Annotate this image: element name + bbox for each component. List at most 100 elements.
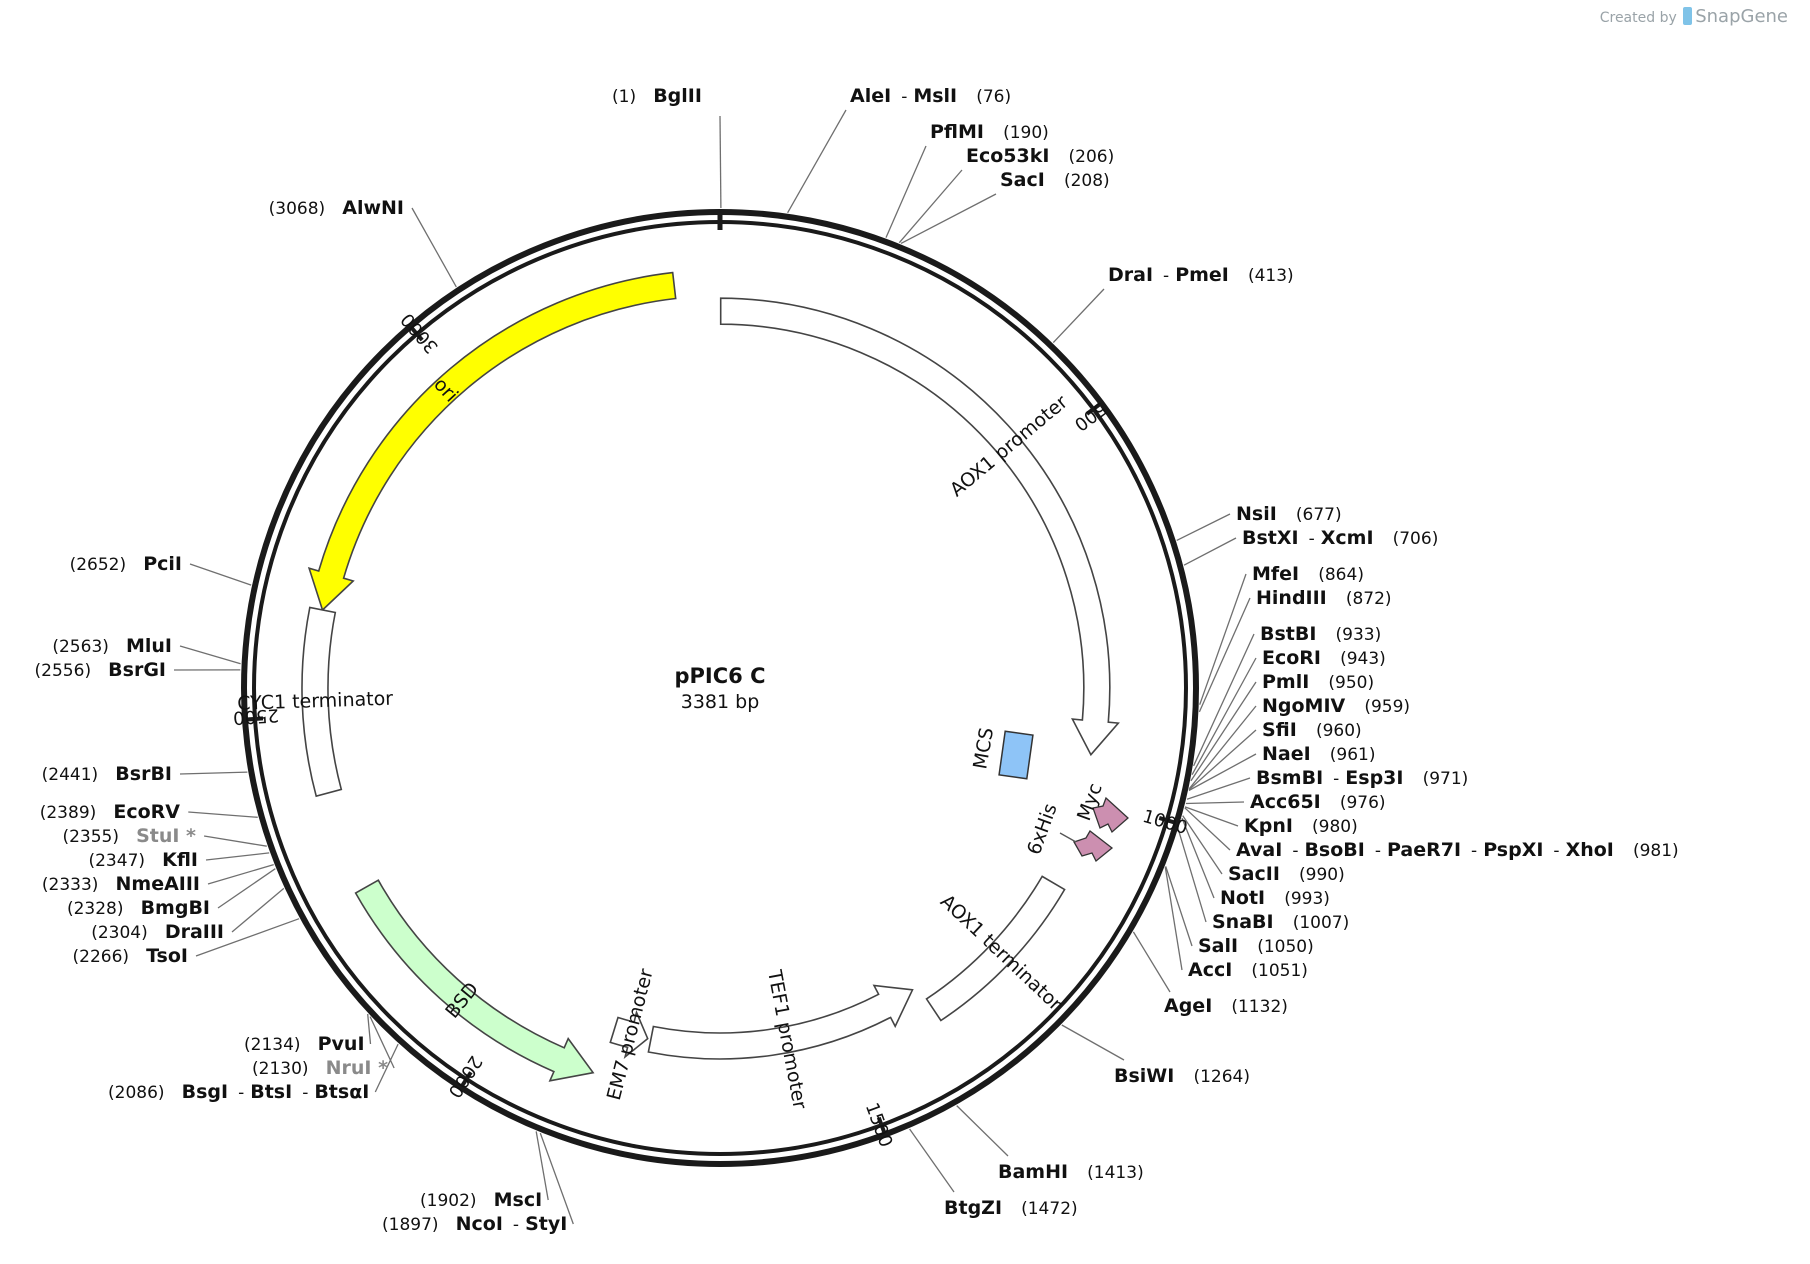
site-pvui[interactable]: (2134) PvuI: [244, 1033, 365, 1055]
site-nsii[interactable]: NsiI (677): [1236, 503, 1342, 525]
enzyme-name: PvuI: [318, 1033, 365, 1055]
site-bglii[interactable]: (1) BglII: [612, 85, 702, 107]
leader-naei: [1188, 753, 1257, 792]
leader-avai: [1184, 807, 1231, 851]
site-sfii[interactable]: SfiI (960): [1262, 719, 1362, 741]
enzyme-name: DraI: [1108, 264, 1153, 286]
cyc1-terminator-feature[interactable]: CYC1 terminator: [237, 606, 394, 798]
site-position: (190): [1003, 123, 1049, 143]
site-msci[interactable]: (1902) MscI: [420, 1189, 542, 1211]
site-bsrbi[interactable]: (2441) BsrBI: [42, 763, 172, 785]
site-sacii[interactable]: SacII (990): [1228, 863, 1345, 885]
site-bamhi[interactable]: BamHI (1413): [998, 1161, 1144, 1183]
site-acc65i[interactable]: Acc65I (976): [1250, 791, 1386, 813]
site-label-snabi: SnaBI (1007): [1212, 911, 1349, 933]
site-bsgi[interactable]: (2086) BsgI-BtsI-BtsαI: [108, 1081, 369, 1103]
site-label-bsrbi: (2441) BsrBI: [42, 763, 172, 785]
leader-nrui: [369, 1016, 395, 1069]
enzyme-name: BstBI: [1260, 623, 1316, 645]
site-acci[interactable]: AccI (1051): [1188, 959, 1308, 981]
site-nrui[interactable]: (2130) NruI *: [252, 1057, 388, 1079]
site-bsmbi[interactable]: BsmBI-Esp3I (971): [1256, 767, 1468, 789]
site-bsiwi[interactable]: BsiWI (1264): [1114, 1065, 1250, 1087]
leader-kfli: [205, 852, 270, 861]
site-separator: -: [1309, 529, 1315, 549]
site-alwni[interactable]: (3068) AlwNI: [269, 197, 404, 219]
site-label-drai: DraI-PmeI (413): [1108, 264, 1294, 286]
site-eco53ki[interactable]: Eco53kI (206): [966, 145, 1114, 167]
leader-kpni: [1184, 806, 1239, 827]
mcs-feature[interactable]: MCS: [969, 726, 1034, 780]
site-position: (2134): [244, 1035, 301, 1055]
site-bstbi[interactable]: BstBI (933): [1260, 623, 1381, 645]
bsd-feature[interactable]: BSD: [354, 879, 595, 1082]
cyc1-terminator-label: CYC1 terminator: [237, 688, 394, 715]
site-label-sacii: SacII (990): [1228, 863, 1345, 885]
site-saci[interactable]: SacI (208): [1000, 169, 1110, 191]
leader-bglii: [719, 115, 722, 209]
site-position: (981): [1633, 841, 1679, 861]
site-hindiii[interactable]: HindIII (872): [1256, 587, 1392, 609]
site-stui[interactable]: (2355) StuI *: [62, 825, 196, 847]
site-ngomiv[interactable]: NgoMIV (959): [1262, 695, 1410, 717]
site-sali[interactable]: SalI (1050): [1198, 935, 1314, 957]
site-agei[interactable]: AgeI (1132): [1164, 995, 1288, 1017]
myc-feature[interactable]: Myc: [1073, 780, 1129, 834]
site-position: (2355): [62, 827, 119, 847]
site-bsrgi[interactable]: (2556) BsrGI: [35, 659, 166, 681]
site-alei[interactable]: AleI-MslI (76): [850, 85, 1011, 107]
site-naei[interactable]: NaeI (961): [1262, 743, 1376, 765]
site-position: (933): [1336, 625, 1382, 645]
enzyme-name: Esp3I: [1345, 767, 1403, 789]
site-label-bamhi: BamHI (1413): [998, 1161, 1144, 1183]
site-mfei[interactable]: MfeI (864): [1252, 563, 1364, 585]
mcs-label: MCS: [969, 726, 998, 771]
tick-mark-3000: [407, 323, 424, 342]
site-avai[interactable]: AvaI-BsoBI-PaeR7I-PspXI-XhoI (981): [1236, 839, 1679, 861]
site-position: (413): [1248, 266, 1294, 286]
site-pcii[interactable]: (2652) PciI: [70, 553, 182, 575]
leader-acci: [1164, 866, 1183, 971]
site-position: (706): [1393, 529, 1439, 549]
site-position: (990): [1299, 865, 1345, 885]
site-position: (3068): [269, 199, 326, 219]
site-bstxi[interactable]: BstXI-XcmI (706): [1242, 527, 1438, 549]
site-pflmi[interactable]: PflMI (190): [930, 121, 1049, 143]
leader-mlui: [179, 645, 241, 665]
site-position: (1132): [1231, 997, 1288, 1017]
site-position: (677): [1296, 505, 1342, 525]
site-snabi[interactable]: SnaBI (1007): [1212, 911, 1349, 933]
site-label-pvui: (2134) PvuI: [244, 1033, 365, 1055]
leader-sali: [1165, 866, 1193, 947]
em7-promoter-feature[interactable]: EM7 promoter: [603, 966, 658, 1102]
site-pmli[interactable]: PmlI (950): [1262, 671, 1374, 693]
site-noti[interactable]: NotI (993): [1220, 887, 1330, 909]
site-label-ecorv: (2389) EcoRV: [40, 801, 181, 823]
tef1-promoter-feature[interactable]: TEF1 promoter: [647, 967, 914, 1111]
aox1-terminator-feature[interactable]: AOX1 terminator: [925, 875, 1067, 1022]
site-kfli[interactable]: (2347) KflI: [88, 849, 198, 871]
site-position: (2389): [40, 803, 97, 823]
site-kpni[interactable]: KpnI (980): [1244, 815, 1358, 837]
small-features: MCS Myc 6xHis: [969, 726, 1129, 863]
site-ecori[interactable]: EcoRI (943): [1262, 647, 1386, 669]
site-draiii[interactable]: (2304) DraIII: [91, 921, 224, 943]
site-ecorv[interactable]: (2389) EcoRV: [40, 801, 181, 823]
leader-pvui: [367, 1013, 372, 1045]
enzyme-name: MfeI: [1252, 563, 1299, 585]
site-ncoi[interactable]: (1897) NcoI-StyI: [382, 1213, 567, 1235]
ori-feature[interactable]: ori: [307, 271, 677, 612]
site-position: (943): [1340, 649, 1386, 669]
site-tsoi[interactable]: (2266) TsoI: [73, 945, 189, 967]
enzyme-name: AleI: [850, 85, 891, 107]
site-label-pcii: (2652) PciI: [70, 553, 182, 575]
site-bmgbi[interactable]: (2328) BmgBI: [67, 897, 210, 919]
credit-brand: SnapGene: [1695, 6, 1788, 27]
enzyme-name: SalI: [1198, 935, 1238, 957]
backbone-inner-ring: [252, 220, 1188, 1156]
site-position: (950): [1328, 673, 1374, 693]
site-nmeaiii[interactable]: (2333) NmeAIII: [42, 873, 200, 895]
site-drai[interactable]: DraI-PmeI (413): [1108, 264, 1294, 286]
site-mlui[interactable]: (2563) MluI: [52, 635, 172, 657]
site-btgzi[interactable]: BtgZI (1472): [944, 1197, 1078, 1219]
